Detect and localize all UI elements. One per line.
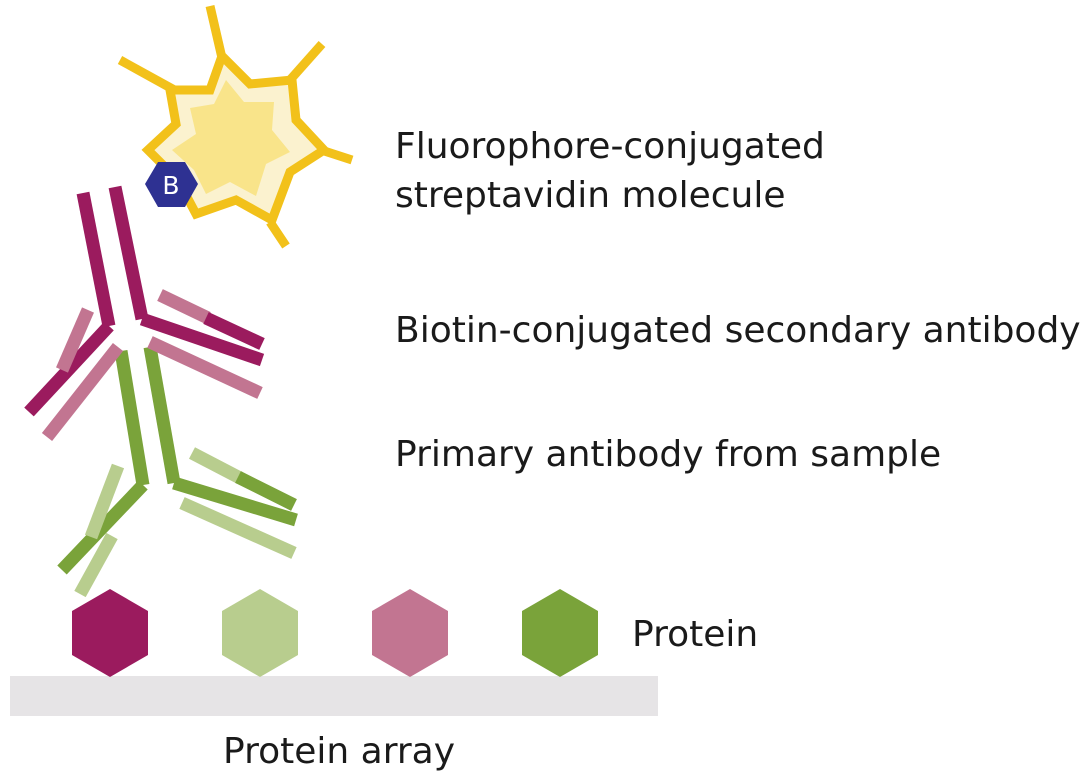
streptavidin-star (117, 4, 354, 249)
biotin-letter: B (162, 171, 179, 200)
protein-array-label: Protein array (223, 731, 456, 772)
streptavidin-label-line2: streptavidin molecule (395, 175, 786, 216)
biotin-marker: B (145, 162, 198, 207)
protein-light-magenta (372, 589, 448, 677)
proteins (72, 589, 598, 677)
secondary-antibody (24, 185, 265, 442)
protein-array-slide (10, 676, 658, 716)
secondary-antibody-label: Biotin-conjugated secondary antibody (395, 310, 1080, 351)
protein-green (522, 589, 598, 677)
protein-magenta (72, 589, 148, 677)
primary-antibody-label: Primary antibody from sample (395, 434, 942, 475)
streptavidin-label: Fluorophore-conjugated streptavidin mole… (395, 122, 825, 220)
protein-light-green (222, 589, 298, 677)
protein-label: Protein (632, 614, 759, 655)
primary-antibody (57, 345, 298, 598)
streptavidin-label-line1: Fluorophore-conjugated (395, 126, 825, 167)
